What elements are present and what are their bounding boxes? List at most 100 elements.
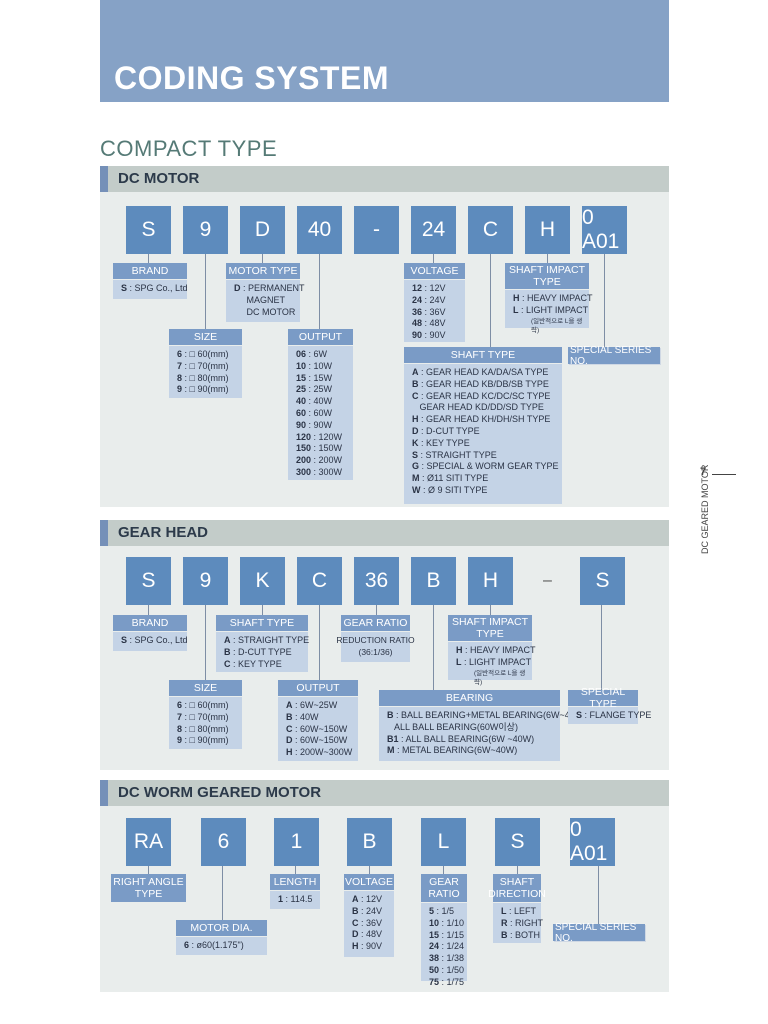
desc-row: S : SPG Co., Ltd [121,635,188,647]
desc-code: C [412,390,419,401]
desc-value: : 1/10 [439,917,465,928]
connector-line [598,866,599,924]
desc-row: 06 : 6W [296,349,349,361]
desc-code: L [501,906,507,916]
desc-code: 36 [412,306,423,317]
gear-head-section-bar: GEAR HEAD [100,520,669,546]
shaft-impact-label: SHAFT IMPACT TYPE [505,263,589,289]
desc-value: : 10W [306,360,333,371]
desc-row: H : HEAVY IMPACT [456,645,536,657]
desc-value: : GEAR HEAD KH/DH/SH TYPE [418,414,551,425]
desc-value: : □ 60(mm) [182,349,229,359]
code-box: 6 [201,818,246,866]
connector-line [205,254,206,330]
desc-value: : Ø11 SITI TYPE [419,473,489,484]
desc-code: 50 [429,964,440,975]
connector-line [604,254,605,348]
desc-row: GEAR HEAD KD/DD/SD TYPE [412,402,558,414]
desc-value: : ø60(1.175") [189,940,244,950]
desc-value: : 60W~150W [292,723,348,734]
page-number: 7 [700,466,707,478]
desc-code: 8 [177,372,183,383]
desc-value: : 120W [311,431,343,442]
desc-row: 300 : 300W [296,467,349,479]
code-box: K [240,557,285,605]
code-box: 9 [183,206,228,254]
desc-value: ALL BALL BEARING(60W이상) [387,721,518,732]
desc-row: M : METAL BEARING(6W~40W) [387,745,556,757]
desc-row: D : D-CUT TYPE [412,426,558,438]
desc-row: H : HEAVY IMPACT [513,293,593,305]
desc-row: H : 200W~300W [286,747,354,759]
desc-code: 25 [296,384,307,395]
right-angle-label: RIGHT ANGLE TYPE [111,874,186,902]
desc-row: 6 : □ 60(mm) [177,349,238,361]
connector-line [443,866,444,874]
code-box: RA [126,818,171,866]
desc-code: 200 [296,455,312,466]
page-number-rule [712,474,736,475]
desc-row: 15 : 15W [296,373,349,385]
desc-value: : 40W [292,711,319,722]
desc-row: H : GEAR HEAD KH/DH/SH TYPE [412,414,558,426]
desc-code: D [234,283,241,293]
desc-code: H [286,747,293,758]
desc-code: H [513,293,520,303]
motor-dia-label: MOTOR DIA. [176,920,267,936]
desc-row: R : RIGHT [501,918,543,930]
desc-value: : SPG Co., Ltd [127,283,188,293]
desc-code: B [286,711,293,722]
desc-row: 200 : 200W [296,455,349,467]
desc-row: B : BOTH [501,930,540,942]
desc-value: : LIGHT IMPACT [461,656,532,667]
connector-line [376,605,377,615]
desc-code: 10 [429,917,440,928]
code-box: D [240,206,285,254]
desc-value: : 200W [311,455,343,466]
desc-code: 8 [177,723,183,734]
desc-code: A [412,367,419,377]
connector-line [601,605,602,691]
desc-row: 60 : 60W [296,408,349,420]
desc-row: 40 : 40W [296,396,349,408]
size-desc: 6 : □ 60(mm)7 : □ 70(mm)8 : □ 80(mm)9 : … [169,697,242,749]
connector-line [148,254,149,264]
desc-row: C : KEY TYPE [224,659,304,671]
desc-value: : METAL BEARING(6W~40W) [394,745,518,756]
desc-code: S [121,635,128,645]
desc-value: : PERMANENT [240,283,305,293]
desc-value: : 60W [306,407,333,418]
desc-value: : □ 70(mm) [182,711,229,722]
desc-code: 300 [296,466,312,477]
connector-line [547,254,548,264]
connector-line [517,866,518,874]
desc-row: 6 : ø60(1.175") [184,940,263,952]
desc-row: 10 : 1/10 [429,917,465,930]
desc-code: M [412,473,420,484]
motor-type-desc: D : PERMANENT MAGNET DC MOTOR [226,280,305,322]
desc-code: 6 [184,940,190,950]
desc-value: : 24V [422,294,446,305]
connector-line [369,866,370,874]
desc-row: 90 : 90V [412,330,461,342]
desc-value: : □ 60(mm) [182,700,229,710]
desc-code: G [412,461,420,472]
connector-line [319,254,320,330]
desc-code: D [412,425,419,436]
desc-code: 7 [177,360,183,371]
connector-line [148,605,149,615]
length-desc: 1 : 114.5 [270,891,320,909]
code-box: S [126,206,171,254]
desc-value: : 1/75 [439,976,465,987]
connector-line [148,866,149,874]
desc-row: B : 40W [286,712,354,724]
desc-row: M : Ø11 SITI TYPE [412,473,558,485]
desc-value: : ALL BALL BEARING(6W ~40W) [398,733,535,744]
desc-row: K : KEY TYPE [412,438,558,450]
gear-ratio-label: GEAR RATIO [421,874,467,902]
desc-code: 60 [296,407,307,418]
special-type-label: SPECIAL TYPE [568,686,638,710]
side-running-text: DC GEARED MOTOR [700,464,710,554]
